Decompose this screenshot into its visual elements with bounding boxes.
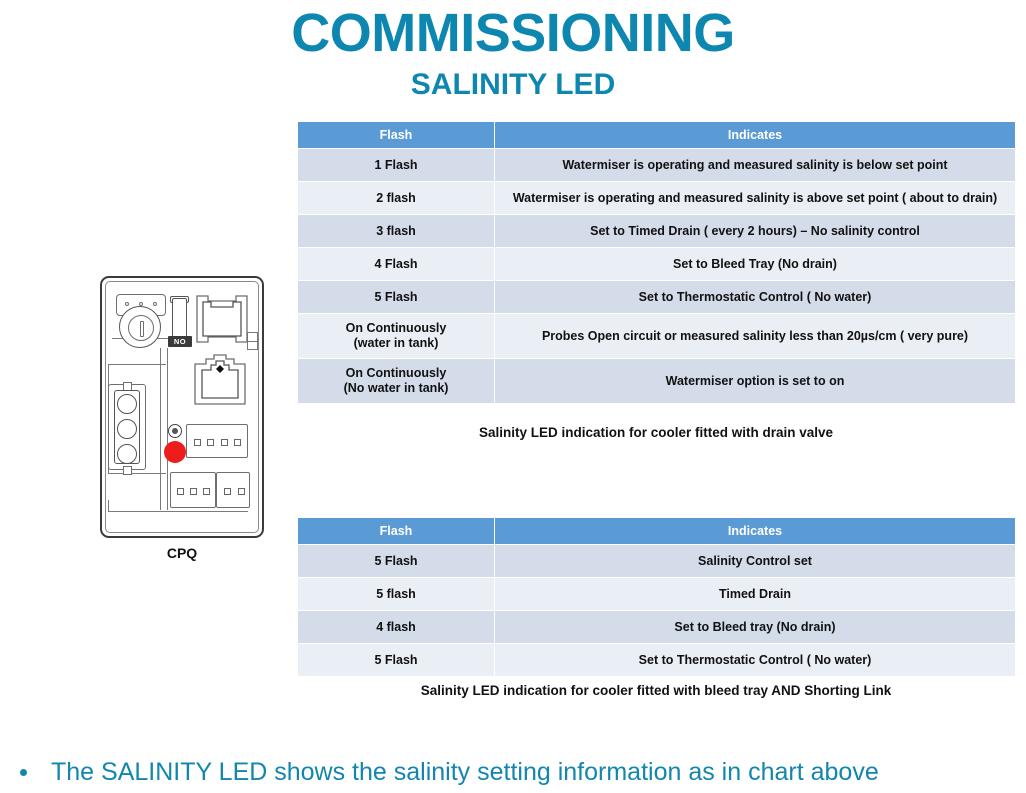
cell-flash: 1 Flash <box>297 148 495 182</box>
dial-pin-dot <box>139 302 143 306</box>
jumper-link-icon <box>172 298 259 350</box>
terminal-pin <box>207 439 214 446</box>
table-row: 4 flash Set to Bleed tray (No drain) <box>297 610 1016 644</box>
cpq-device-diagram: NO <box>100 276 264 538</box>
board-frame-divider <box>160 348 168 510</box>
table1-caption: Salinity LED indication for cooler fitte… <box>478 425 834 440</box>
terminal-pin <box>190 488 197 495</box>
board-frame-bottom <box>108 500 248 512</box>
table-row: 5 Flash Salinity Control set <box>297 544 1016 578</box>
terminal-pin <box>238 488 245 495</box>
page-subtitle: SALINITY LED <box>410 68 616 101</box>
salinity-led-indicator <box>164 441 186 463</box>
cell-flash: 5 Flash <box>297 643 495 677</box>
jumper-divider-line <box>248 341 259 342</box>
cell-indicates: Watermiser is operating and measured sal… <box>494 148 1016 182</box>
terminal-block <box>216 472 250 508</box>
cell-flash: 5 flash <box>297 577 495 611</box>
terminal-pin <box>177 488 184 495</box>
cell-indicates: Salinity Control set <box>494 544 1016 578</box>
cell-flash: 5 Flash <box>297 280 495 314</box>
cell-indicates: Set to Bleed tray (No drain) <box>494 610 1016 644</box>
table-row: 2 flash Watermiser is operating and meas… <box>297 181 1016 215</box>
column-header-indicates: Indicates <box>494 518 1016 545</box>
table-row: On Continuously(water in tank) Probes Op… <box>297 313 1016 359</box>
terminal-pin <box>234 439 241 446</box>
terminal-block <box>186 424 248 458</box>
cell-flash: 5 Flash <box>297 544 495 578</box>
table-row: 5 Flash Set to Thermostatic Control ( No… <box>297 643 1016 677</box>
table-row: 5 flash Timed Drain <box>297 577 1016 611</box>
screw-head <box>172 428 178 434</box>
cell-indicates: Watermiser is operating and measured sal… <box>494 181 1016 215</box>
device-inner-border <box>105 281 259 533</box>
table-row: 1 Flash Watermiser is operating and meas… <box>297 148 1016 182</box>
table-row: 3 flash Set to Timed Drain ( every 2 hou… <box>297 214 1016 248</box>
terminal-block <box>170 472 216 508</box>
cell-flash: 4 flash <box>297 610 495 644</box>
cell-flash: On Continuously(water in tank) <box>297 313 495 359</box>
terminal-pin <box>194 439 201 446</box>
cell-indicates: Set to Thermostatic Control ( No water) <box>494 643 1016 677</box>
terminal-pin <box>224 488 231 495</box>
dial-pin-dot <box>153 302 157 306</box>
jumper-label: NO <box>168 336 192 347</box>
table-row: 4 Flash Set to Bleed Tray (No drain) <box>297 247 1016 281</box>
cell-indicates: Set to Timed Drain ( every 2 hours) – No… <box>494 214 1016 248</box>
housing-tab <box>123 466 132 475</box>
dial-pin-dot <box>125 302 129 306</box>
terminal-pin <box>221 439 228 446</box>
table-row: 5 Flash Set to Thermostatic Control ( No… <box>297 280 1016 314</box>
device-label: CPQ <box>166 545 198 561</box>
salinity-led-table-bleed-tray: Flash Indicates 5 Flash Salinity Control… <box>297 518 1016 677</box>
rj-connector-icon <box>192 292 252 346</box>
indicator-lamp-icon <box>117 444 137 464</box>
page-title: COMMISSIONING <box>291 3 735 63</box>
cell-indicates: Probes Open circuit or measured salinity… <box>494 313 1016 359</box>
cell-indicates: Watermiser option is set to on <box>494 358 1016 404</box>
cell-indicates: Set to Bleed Tray (No drain) <box>494 247 1016 281</box>
cell-flash: 3 flash <box>297 214 495 248</box>
table-row: On Continuously(No water in tank) Waterm… <box>297 358 1016 404</box>
cell-indicates: Timed Drain <box>494 577 1016 611</box>
table2-caption: Salinity LED indication for cooler fitte… <box>420 683 892 698</box>
cell-flash: On Continuously(No water in tank) <box>297 358 495 404</box>
indicator-lamp-icon <box>117 394 137 414</box>
salinity-led-table-drain-valve: Flash Indicates 1 Flash Watermiser is op… <box>297 122 1016 404</box>
indicator-lamp-icon <box>117 419 137 439</box>
column-header-indicates: Indicates <box>494 122 1016 149</box>
rj-connector-icon <box>190 354 250 408</box>
table-header-row: Flash Indicates <box>297 518 1016 545</box>
column-header-flash: Flash <box>297 518 495 545</box>
cell-indicates: Set to Thermostatic Control ( No water) <box>494 280 1016 314</box>
dial-knob-icon <box>119 306 161 348</box>
dial-screw-slot <box>140 321 144 337</box>
terminal-pin <box>203 488 210 495</box>
table-header-row: Flash Indicates <box>297 122 1016 149</box>
bullet-dot-icon <box>20 769 27 776</box>
cell-flash: 2 flash <box>297 181 495 215</box>
dial-knob-inner <box>128 315 154 341</box>
cell-flash: 4 Flash <box>297 247 495 281</box>
summary-bullet: The SALINITY LED shows the salinity sett… <box>16 757 1016 787</box>
column-header-flash: Flash <box>297 122 495 149</box>
bullet-text: The SALINITY LED shows the salinity sett… <box>51 758 879 786</box>
